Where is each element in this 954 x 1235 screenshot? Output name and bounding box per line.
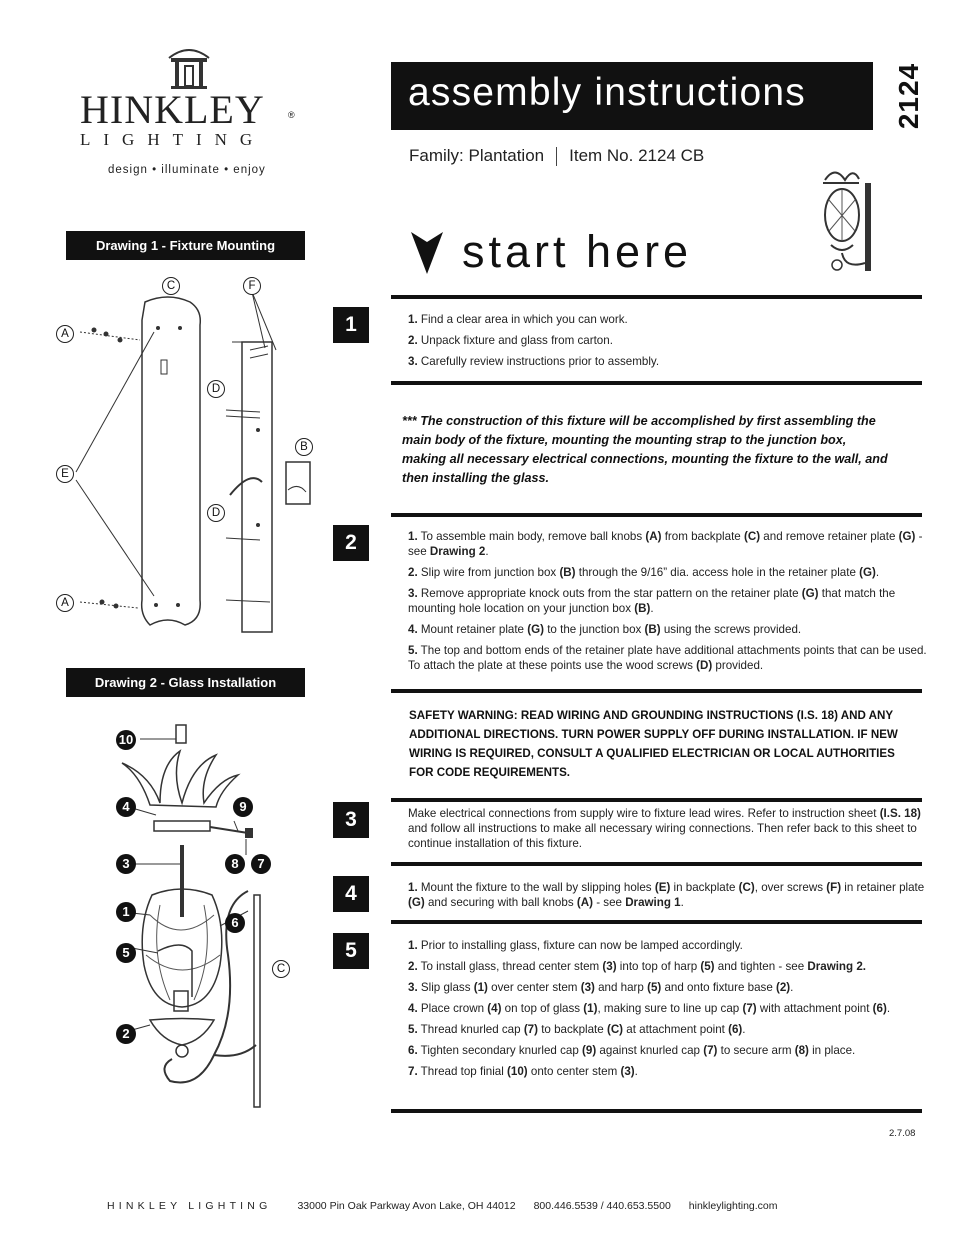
drawing2-label-4: 4 (116, 797, 136, 817)
family-label: Family: Plantation (409, 146, 545, 165)
rule (391, 1109, 922, 1113)
rule (391, 381, 922, 385)
drawing1-label-d-top: D (207, 380, 225, 398)
step2-line: 2. Slip wire from junction box (B) throu… (408, 566, 880, 579)
separator (556, 147, 558, 167)
drawing2-label-2: 2 (116, 1024, 136, 1044)
step2-line: 1. To assemble main body, remove ball kn… (408, 530, 923, 558)
item-label: Item No. 2124 CB (569, 146, 705, 165)
drawing1-illustration (75, 291, 311, 633)
construction-note: *** The construction of this fixture wil… (402, 414, 888, 485)
drawing2-title: Drawing 2 - Glass Installation (66, 668, 305, 697)
step1-text: 1. Find a clear area in which you can wo… (408, 312, 928, 375)
step-number-1: 1 (333, 307, 369, 343)
title-bar: assembly instructions (391, 62, 873, 130)
gazebo-logo-icon (168, 49, 210, 89)
footer-website[interactable]: hinkleylighting.com (688, 1200, 778, 1212)
step3-line: Make electrical connections from supply … (408, 807, 921, 850)
step1-line: 1. Find a clear area in which you can wo… (408, 313, 628, 326)
brand-tagline: design • illuminate • enjoy (108, 164, 266, 176)
step2-line: 5. The top and bottom ends of the retain… (408, 644, 927, 672)
drawing1-label-a-top: A (56, 325, 74, 343)
step4-line: 1. Mount the fixture to the wall by slip… (408, 881, 925, 909)
footer-phone: 800.446.5539 / 440.653.5500 (533, 1200, 671, 1212)
step2-line: 3. Remove appropriate knock outs from th… (408, 587, 896, 615)
drawing1-label-a-bottom: A (56, 594, 74, 612)
rule (391, 920, 922, 924)
item-number-vertical: 2124 (886, 62, 946, 132)
drawing2-label-3: 3 (116, 854, 136, 874)
arrow-down-icon (411, 232, 443, 274)
step2-text: 1. To assemble main body, remove ball kn… (408, 529, 928, 679)
step5-line: 3. Slip glass (1) over center stem (3) a… (408, 981, 794, 994)
drawing2-label-5: 5 (116, 943, 136, 963)
logo (60, 40, 320, 190)
item-number: 2124 (893, 62, 925, 130)
step-number-4: 4 (333, 876, 369, 912)
drawing1-label-c: C (162, 277, 180, 295)
page-title: assembly instructions (408, 71, 807, 114)
drawing1-label-b: B (295, 438, 313, 456)
safety-warning: SAFETY WARNING: READ WIRING AND GROUNDIN… (409, 709, 898, 779)
brand-name: HINKLEY (80, 87, 265, 132)
step4-text: 1. Mount the fixture to the wall by slip… (408, 880, 928, 916)
step2-line: 4. Mount retainer plate (G) to the junct… (408, 623, 802, 636)
step5-text: 1. Prior to installing glass, fixture ca… (408, 938, 928, 1085)
rule (391, 862, 922, 866)
drawing1-title: Drawing 1 - Fixture Mounting (66, 231, 305, 260)
drawing2-illustration (121, 724, 261, 1108)
rule (391, 689, 922, 693)
fixture-thumbnail-icon (823, 171, 871, 271)
step-number-5: 5 (333, 933, 369, 969)
footer-brand: HINKLEY LIGHTING (107, 1200, 272, 1212)
step5-line: 2. To install glass, thread center stem … (408, 960, 866, 973)
start-here-heading: start here (462, 226, 693, 277)
step1-line: 3. Carefully review instructions prior t… (408, 355, 660, 368)
step5-line: 7. Thread top finial (10) onto center st… (408, 1065, 638, 1078)
drawing1-label-e: E (56, 465, 74, 483)
drawing2-label-9: 9 (233, 797, 253, 817)
drawing1-label-f: F (243, 277, 261, 295)
drawing2-label-6: 6 (225, 913, 245, 933)
revision-date: 2.7.08 (889, 1128, 916, 1139)
drawing2-label-1: 1 (116, 902, 136, 922)
rule (391, 798, 922, 802)
drawing2-label-10: 10 (116, 730, 136, 750)
step1-line: 2. Unpack fixture and glass from carton. (408, 334, 613, 347)
step5-line: 4. Place crown (4) on top of glass (1), … (408, 1002, 891, 1015)
step5-line: 5. Thread knurled cap (7) to backplate (… (408, 1023, 746, 1036)
rule (391, 513, 922, 517)
registered-mark: ® (288, 110, 295, 120)
footer-address: 33000 Pin Oak Parkway Avon Lake, OH 4401… (297, 1200, 516, 1212)
drawing1-label-d-bottom: D (207, 504, 225, 522)
drawing2-label-7: 7 (251, 854, 271, 874)
footer: HINKLEY LIGHTING 33000 Pin Oak Parkway Av… (107, 1200, 778, 1212)
step-number-2: 2 (333, 525, 369, 561)
step5-line: 1. Prior to installing glass, fixture ca… (408, 939, 743, 952)
step3-text: Make electrical connections from supply … (408, 806, 928, 857)
family-line: Family: Plantation Item No. 2124 CB (409, 146, 705, 167)
rule (391, 295, 922, 299)
step5-line: 6. Tighten secondary knurled cap (9) aga… (408, 1044, 856, 1057)
brand-sub: LIGHTING (80, 130, 266, 149)
step-number-3: 3 (333, 802, 369, 838)
drawing2-label-c: C (272, 960, 290, 978)
drawing2-label-8: 8 (225, 854, 245, 874)
